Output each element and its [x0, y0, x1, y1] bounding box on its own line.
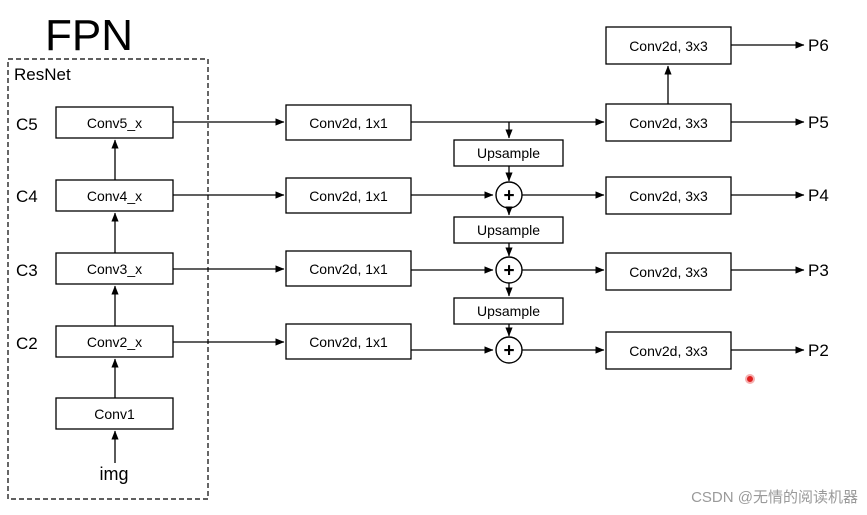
level-label-c4: C4: [16, 187, 38, 206]
output-conv-p4: [605, 176, 732, 215]
level-label-c2: C2: [16, 334, 38, 353]
output-label-p4: P4: [808, 186, 829, 205]
output-conv-p4-label: Conv2d, 3x3: [629, 188, 708, 204]
conv1-block: [55, 397, 174, 430]
conv4-block-label: Conv4_x: [87, 188, 142, 204]
lateral-conv-c5: [285, 104, 412, 141]
extra-conv-p6-label: Conv2d, 3x3: [629, 38, 708, 54]
lateral-conv-c3: [285, 250, 412, 287]
watermark: CSDN @无情的阅读机器: [691, 489, 858, 506]
output-label-p2: P2: [808, 341, 829, 360]
conv3-block-label: Conv3_x: [87, 261, 142, 277]
conv1-block-label: Conv1: [94, 406, 135, 422]
output-conv-p3: [605, 252, 732, 291]
diagram-title: FPN: [45, 11, 133, 60]
lateral-conv-c5-label: Conv2d, 1x1: [309, 115, 388, 131]
add-node-p3-symbol: +: [503, 261, 514, 282]
lateral-conv-c2: [285, 323, 412, 360]
add-node-p4-symbol: +: [503, 186, 514, 207]
output-label-p3: P3: [808, 261, 829, 280]
add-node-p2-symbol: +: [503, 341, 514, 362]
conv5-block-label: Conv5_x: [87, 115, 142, 131]
resnet-container: [7, 58, 209, 500]
extra-conv-p6: [605, 26, 732, 65]
output-conv-p2-label: Conv2d, 3x3: [629, 343, 708, 359]
lateral-conv-c2-label: Conv2d, 1x1: [309, 334, 388, 350]
upsample-block-2: [453, 216, 564, 244]
conv5-block: [55, 106, 174, 139]
resnet-label: ResNet: [14, 65, 71, 84]
conv2-block-label: Conv2_x: [87, 334, 142, 350]
lateral-conv-c4-label: Conv2d, 1x1: [309, 188, 388, 204]
output-conv-p5-label: Conv2d, 3x3: [629, 115, 708, 131]
level-label-c3: C3: [16, 261, 38, 280]
output-conv-p2: [605, 331, 732, 370]
output-conv-p3-label: Conv2d, 3x3: [629, 264, 708, 280]
level-label-c5: C5: [16, 115, 38, 134]
output-conv-p5: [605, 103, 732, 142]
cursor-marker-icon: [745, 374, 755, 384]
lateral-conv-c4: [285, 177, 412, 214]
output-label-p6: P6: [808, 36, 829, 55]
upsample-block-3-label: Upsample: [477, 303, 540, 319]
upsample-block-1-label: Upsample: [477, 145, 540, 161]
lateral-conv-c3-label: Conv2d, 1x1: [309, 261, 388, 277]
conv4-block: [55, 179, 174, 212]
upsample-block-2-label: Upsample: [477, 222, 540, 238]
upsample-block-1: [453, 139, 564, 167]
input-label: img: [99, 464, 128, 484]
output-label-p5: P5: [808, 113, 829, 132]
